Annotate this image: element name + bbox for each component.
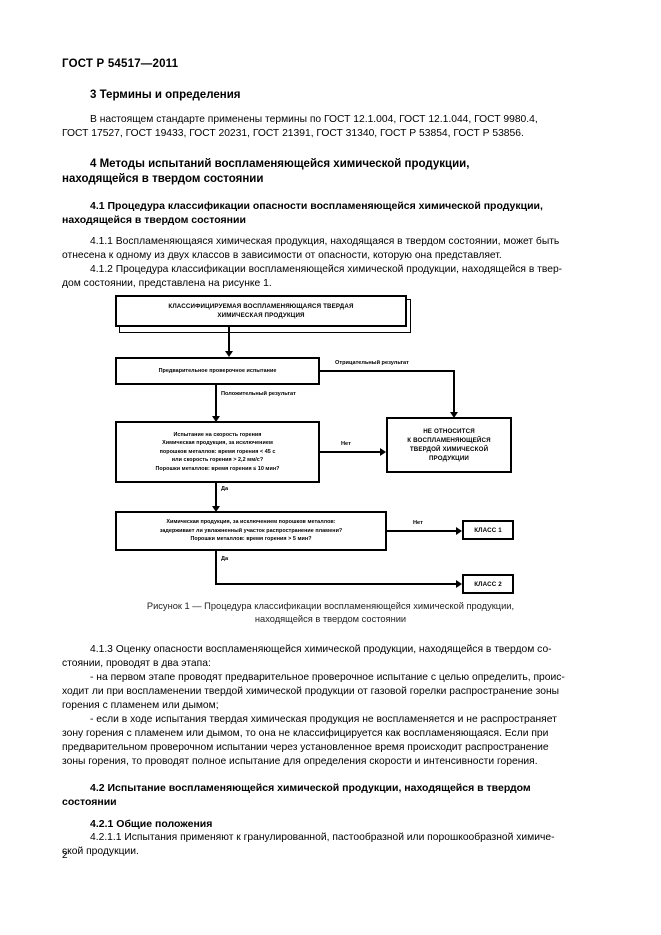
flowchart-node-not-flammable-solid-line-2: К ВОСПЛАМЕНЯЮЩЕЙСЯ [407, 437, 491, 444]
edge-negative-result-vertical [453, 370, 455, 416]
clause-4-2-1-1-line-1: 4.2.1.1 Испытания применяют к гранулиров… [90, 832, 555, 843]
flowchart-node-start-line-1: КЛАССИФИЦИРУЕМАЯ ВОСПЛАМЕНЯЮЩАЯСЯ ТВЕРДА… [168, 303, 354, 310]
flowchart-node-wetted-zone-test-line-3: Порошки металлов: время горения > 5 мин? [190, 536, 312, 543]
flowchart-node-preliminary-screening-test-label: Предварительное проверочное испытание [158, 367, 277, 374]
figure-1-caption-line-2: находящейся в твердом состоянии [254, 613, 407, 624]
edge-label-burn-rate-yes: Да [220, 486, 230, 492]
arrowhead-burn-rate-no [380, 448, 386, 456]
document-header-standard-code: ГОСТ Р 54517—2011 [62, 58, 179, 70]
edge-start-to-prescreen [228, 327, 230, 354]
edge-wetted-zone-no [387, 530, 459, 532]
flowchart-node-burn-rate-test-line-3: порошков металлов: время горения < 45 с [159, 448, 276, 455]
arrowhead-start-to-prescreen [225, 351, 233, 357]
arrowhead-positive-result [212, 416, 220, 422]
bullet-second-stage-line-2: зону горения с пламенем или дымом, то он… [62, 728, 549, 739]
edge-label-burn-rate-no: Нет [340, 441, 352, 447]
edge-label-positive-result: Положительный результат [220, 391, 297, 397]
clause-4-1-1-line-2: отнесена к одному из двух классов в зави… [62, 250, 502, 261]
section-4-2-1-heading: 4.2.1 Общие положения [90, 818, 213, 830]
edge-burn-rate-yes [215, 483, 217, 509]
section-4-heading-line-2: находящейся в твердом состоянии [62, 173, 264, 185]
clause-4-1-1-line-1: 4.1.1 Воспламеняющаяся химическая продук… [90, 236, 560, 247]
edge-negative-result-horizontal [320, 370, 455, 372]
bullet-first-stage-line-3: горения с пламенем или дымом; [62, 700, 219, 711]
flowchart-node-burn-rate-test: Испытание на скорость горения Химическая… [115, 421, 320, 483]
section-4-2-heading-line-2: состоянии [62, 796, 117, 808]
arrowhead-wetted-zone-yes [456, 580, 462, 588]
arrowhead-wetted-zone-no [456, 527, 462, 535]
figure-1-flowchart: КЛАССИФИЦИРУЕМАЯ ВОСПЛАМЕНЯЮЩАЯСЯ ТВЕРДА… [112, 292, 552, 594]
bullet-second-stage-line-1: - если в ходе испытания твердая химическ… [90, 714, 557, 725]
flowchart-node-burn-rate-test-line-4: или скорость горения > 2,2 мм/с? [171, 457, 264, 464]
flowchart-node-start-line-2: ХИМИЧЕСКАЯ ПРОДУКЦИЯ [217, 312, 305, 319]
clause-4-1-3-line-1: 4.1.3 Оценку опасности воспламеняющейся … [90, 644, 552, 655]
edge-burn-rate-no [320, 451, 383, 453]
flowchart-node-not-flammable-solid-line-3: ТВЕРДОЙ ХИМИЧЕСКОЙ [409, 446, 489, 453]
clause-4-2-1-1-line-2: ской продукции. [62, 846, 139, 857]
flowchart-node-burn-rate-test-line-1: Испытание на скорость горения [173, 431, 262, 438]
bullet-second-stage-line-3: предварительном проверочном испытании че… [62, 742, 549, 753]
section-3-paragraph-line-2: ГОСТ 17527, ГОСТ 19433, ГОСТ 20231, ГОСТ… [62, 128, 524, 139]
arrowhead-burn-rate-yes [212, 506, 220, 512]
flowchart-node-wetted-zone-test-line-1: Химическая продукция, за исключением пор… [166, 519, 336, 526]
edge-label-wetted-zone-no: Нет [412, 520, 424, 526]
bullet-second-stage-line-4: зоны горения, то проводят полное испытан… [62, 756, 538, 767]
clause-4-1-2-line-2: дом состоянии, представлена на рисунке 1… [62, 278, 272, 289]
bullet-first-stage-line-2: ходит ли при воспламенении твердой химич… [62, 686, 560, 697]
flowchart-node-preliminary-screening-test: Предварительное проверочное испытание [115, 357, 320, 385]
content-lower: 4.1.3 Оценку опасности воспламеняющейся … [62, 643, 599, 859]
section-3-heading: 3 Термины и определения [90, 89, 241, 101]
arrowhead-negative-result [450, 412, 458, 418]
section-3-paragraph-line-1: В настоящем стандарте применены термины … [90, 114, 538, 125]
edge-wetted-zone-yes-horizontal [215, 583, 459, 585]
figure-1-caption: Рисунок 1 — Процедура классификации восп… [62, 600, 599, 625]
flowchart-node-class-2: КЛАСС 2 [462, 574, 514, 594]
edge-wetted-zone-yes-vertical [215, 551, 217, 585]
section-4-2-heading-line-1: 4.2 Испытание воспламеняющейся химическо… [90, 782, 531, 794]
flowchart-node-start: КЛАССИФИЦИРУЕМАЯ ВОСПЛАМЕНЯЮЩАЯСЯ ТВЕРДА… [115, 295, 407, 327]
section-4-heading-line-1: 4 Методы испытаний воспламеняющейся хими… [90, 158, 470, 170]
flowchart-node-wetted-zone-test-line-2: задерживает ли увлажненный участок распр… [159, 527, 343, 534]
edge-label-negative-result: Отрицательный результат [334, 360, 410, 366]
bullet-first-stage-line-1: - на первом этапе проводят предварительн… [90, 672, 565, 683]
flowchart-node-class-1-label: КЛАСС 1 [474, 526, 502, 534]
flowchart-node-not-flammable-solid-line-1: НЕ ОТНОСИТСЯ [423, 428, 475, 435]
edge-label-wetted-zone-yes: Да [220, 556, 230, 562]
clause-4-1-3-line-2: стоянии, проводят в два этапа: [62, 658, 211, 669]
flowchart-node-class-2-label: КЛАСС 2 [474, 580, 502, 588]
content-upper: 3 Термины и определения В настоящем стан… [62, 88, 599, 291]
flowchart-node-burn-rate-test-line-2: Химическая продукция, за исключением [162, 440, 273, 447]
flowchart-node-not-flammable-solid: НЕ ОТНОСИТСЯ К ВОСПЛАМЕНЯЮЩЕЙСЯ ТВЕРДОЙ … [386, 417, 512, 473]
clause-4-1-2-line-1: 4.1.2 Процедура классификации воспламеня… [90, 264, 563, 275]
flowchart-node-not-flammable-solid-line-4: ПРОДУКЦИИ [428, 455, 470, 462]
figure-1-caption-line-1: Рисунок 1 — Процедура классификации восп… [146, 601, 515, 611]
flowchart-node-wetted-zone-test: Химическая продукция, за исключением пор… [115, 511, 387, 551]
section-4-1-heading-line-1: 4.1 Процедура классификации опасности во… [90, 200, 543, 212]
flowchart-node-burn-rate-test-line-5: Порошки металлов: время горения ≤ 10 мин… [155, 465, 280, 472]
flowchart-node-class-1: КЛАСС 1 [462, 520, 514, 540]
edge-positive-result [215, 385, 217, 419]
page-number: 2 [62, 850, 68, 861]
section-4-1-heading-line-2: находящейся в твердом состоянии [62, 214, 246, 226]
